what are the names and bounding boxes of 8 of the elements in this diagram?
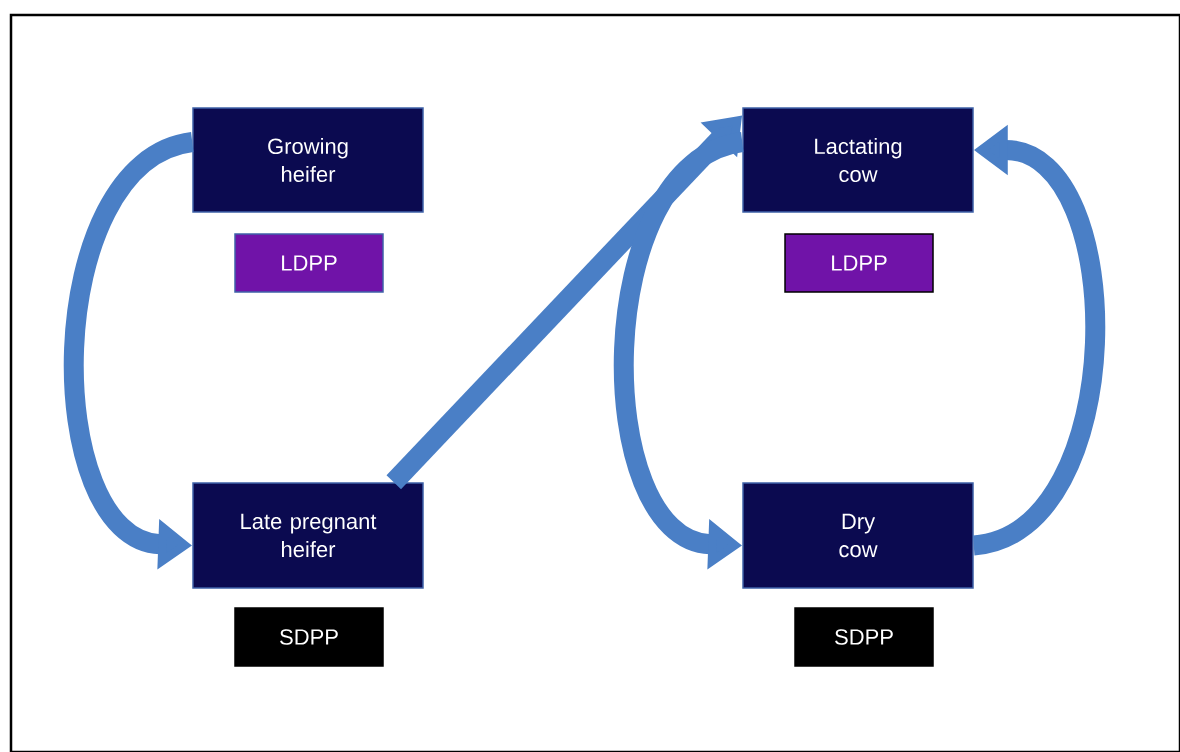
stage-box: Late pregnant heifer [192,482,424,589]
period-box: LDPP [234,233,384,293]
period-box: SDPP [234,607,384,667]
stage-box: Lactating cow [742,107,974,213]
period-box: SDPP [794,607,934,667]
stage-box: Growing heifer [192,107,424,213]
stage-box: Dry cow [742,482,974,589]
period-box: LDPP [784,233,934,293]
